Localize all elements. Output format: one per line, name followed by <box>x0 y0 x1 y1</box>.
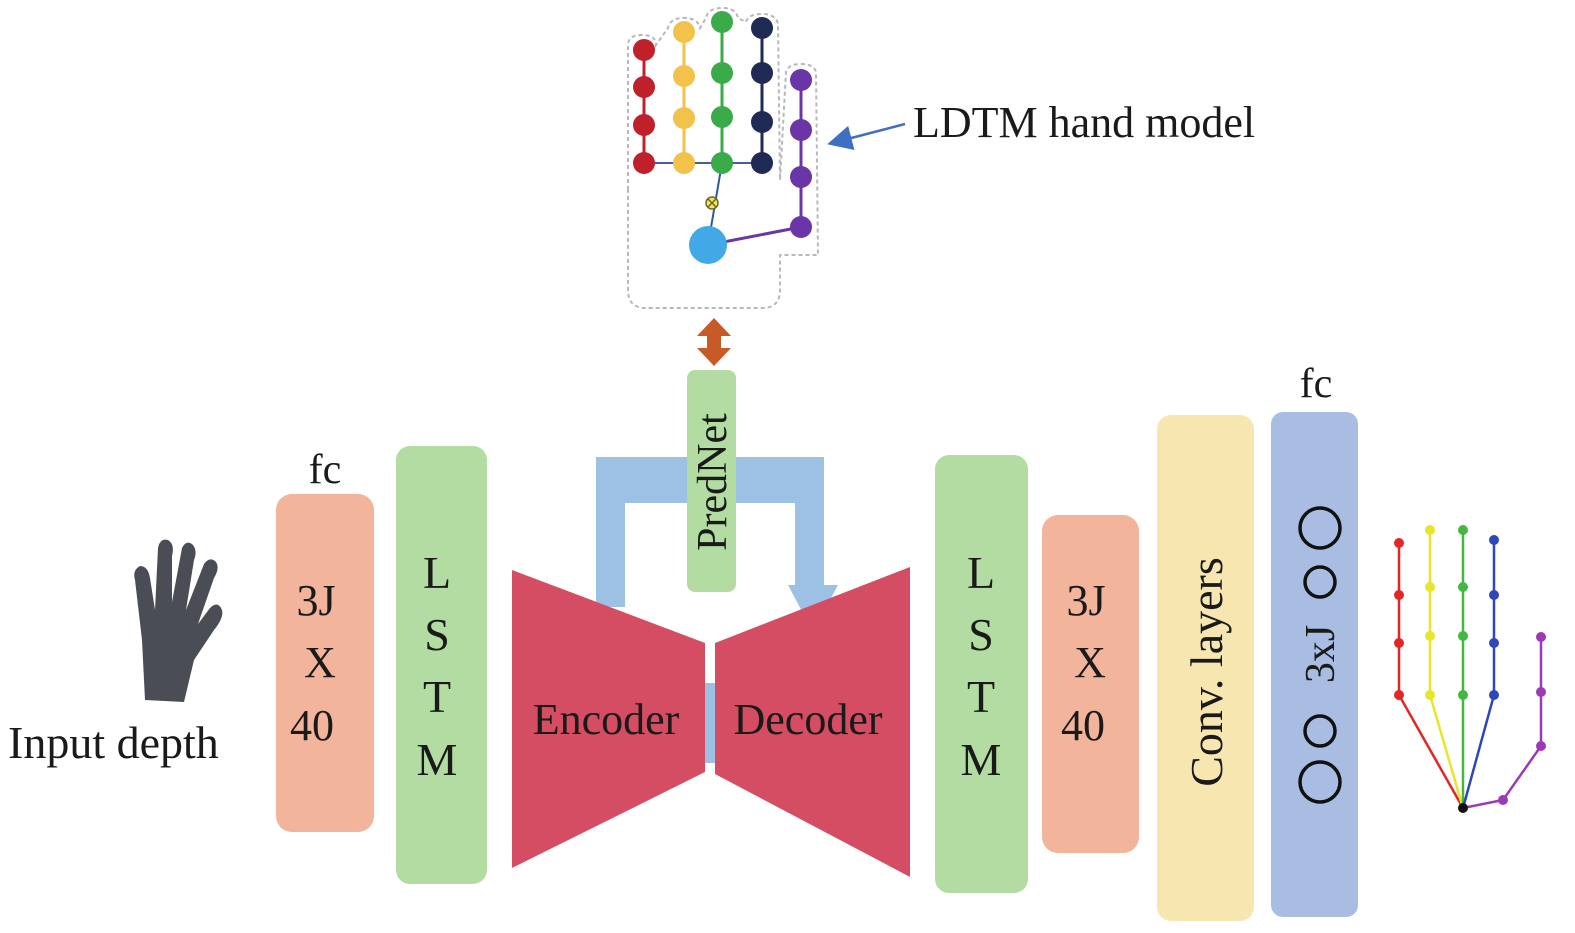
lstm-left-t: T <box>423 671 451 722</box>
finger-navy <box>751 17 773 174</box>
fc-left-line3: 40 <box>290 701 334 750</box>
conv-layers-block <box>1157 415 1254 921</box>
decoder-label: Decoder <box>733 695 882 744</box>
hand-model-pointer-arrow <box>827 122 906 151</box>
lstm-left-s: S <box>424 609 450 660</box>
lstm-right-l: L <box>967 547 995 598</box>
fc-left-label: fc <box>309 447 342 493</box>
ldtm-hand-model <box>627 6 820 309</box>
output-neurons <box>1298 506 1342 804</box>
finger-yellow <box>673 21 695 174</box>
input-depth-hand-image <box>134 539 223 702</box>
lstm-block-left <box>396 446 487 884</box>
lstm-left-l: L <box>423 547 451 598</box>
fc-left-line2: X <box>304 638 336 687</box>
prednet-label: PredNet <box>690 413 736 551</box>
fc-right-line2: X <box>1074 638 1106 687</box>
lstm-right-s: S <box>968 609 994 660</box>
palm-joint <box>689 226 727 264</box>
finger-purple <box>790 69 812 238</box>
ldtm-hand-model-label: LDTM hand model <box>913 98 1255 147</box>
finger-red <box>633 39 655 174</box>
encoder-block <box>512 570 705 868</box>
prednet-model-double-arrow <box>697 318 731 366</box>
output-3xj-label: 3xJ <box>1298 625 1344 683</box>
conv-layers-label: Conv. layers <box>1181 557 1232 787</box>
fc-right-line3: 40 <box>1061 701 1105 750</box>
fc-block-left <box>276 494 374 832</box>
fc-right-line1: 3J <box>1066 576 1105 625</box>
output-hand-skeleton <box>1394 525 1546 813</box>
hand-outline <box>627 6 820 309</box>
prednet-block <box>687 370 736 592</box>
finger-green <box>711 11 733 174</box>
decoder-block <box>715 567 910 877</box>
center-marker <box>705 196 719 210</box>
lstm-block-right <box>935 455 1028 893</box>
fc-left-line1: 3J <box>296 576 335 625</box>
input-depth-label: Input depth <box>8 717 219 768</box>
lstm-right-t: T <box>967 671 995 722</box>
encoder-label: Encoder <box>533 695 680 744</box>
fc-block-right <box>1042 515 1139 853</box>
lstm-left-m: M <box>417 734 458 785</box>
fc-right-label: fc <box>1300 361 1333 407</box>
lstm-right-m: M <box>961 734 1002 785</box>
